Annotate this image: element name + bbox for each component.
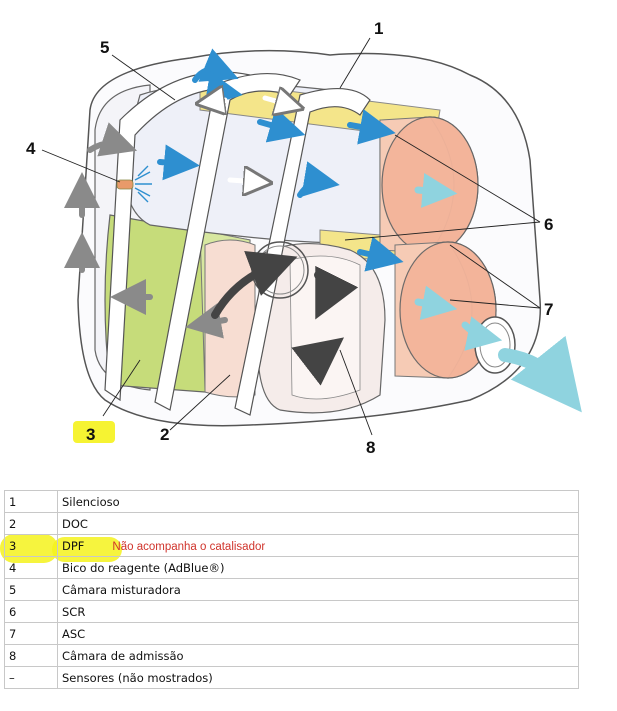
row-number: 3 — [4, 534, 58, 557]
row-label: SCR — [57, 600, 579, 623]
flow-arrows-cyan — [414, 172, 582, 413]
table-row: 6 SCR — [4, 600, 579, 623]
row-number: 8 — [4, 644, 58, 667]
row-number: 2 — [4, 512, 58, 535]
table-row: 5 Câmara misturadora — [4, 578, 579, 601]
row-number: 1 — [4, 490, 58, 513]
callout-1: 1 — [374, 19, 383, 38]
table-row: – Sensores (não mostrados) — [4, 666, 579, 689]
flow-arrows-gray — [64, 122, 228, 339]
highlight-callout-3 — [73, 421, 115, 443]
callout-7: 7 — [544, 300, 553, 319]
callout-6: 6 — [544, 215, 553, 234]
table-row: 4 Bico do reagente (AdBlue®) — [4, 556, 579, 579]
row-label: Silencioso — [57, 490, 579, 513]
callout-3: 3 — [86, 425, 95, 444]
row-number: 6 — [4, 600, 58, 623]
leader-lines — [41, 37, 541, 436]
table-row: 2 DOC — [4, 512, 579, 535]
row-label: DOC — [57, 512, 579, 535]
flow-arrows-light — [210, 98, 290, 182]
callout-8: 8 — [366, 438, 375, 457]
table-row: 8 Câmara de admissão — [4, 644, 579, 667]
outlet-pipe — [474, 316, 516, 374]
table-row: 1 Silencioso — [4, 490, 579, 513]
row-label: Bico do reagente (AdBlue®) — [57, 556, 579, 579]
row-label: Câmara misturadora — [57, 578, 579, 601]
row-number: 4 — [4, 556, 58, 579]
callout-5: 5 — [100, 38, 109, 57]
row-label: ASC — [57, 622, 579, 645]
row-number: – — [4, 666, 58, 689]
reagent-nozzle — [116, 165, 152, 203]
row-number: 5 — [4, 578, 58, 601]
flow-arrows-dark — [211, 250, 359, 386]
row-label: Câmara de admissão — [57, 644, 579, 667]
row-number: 7 — [4, 622, 58, 645]
silencer-exploded-diagram: 1 5 4 6 7 3 2 8 — [26, 19, 582, 457]
callout-2: 2 — [160, 425, 169, 444]
annotation-note: Não acompanha o catalisador — [112, 540, 266, 553]
row-label: Sensores (não mostrados) — [57, 666, 579, 689]
callout-4: 4 — [26, 139, 36, 158]
table-row: 7 ASC — [4, 622, 579, 645]
